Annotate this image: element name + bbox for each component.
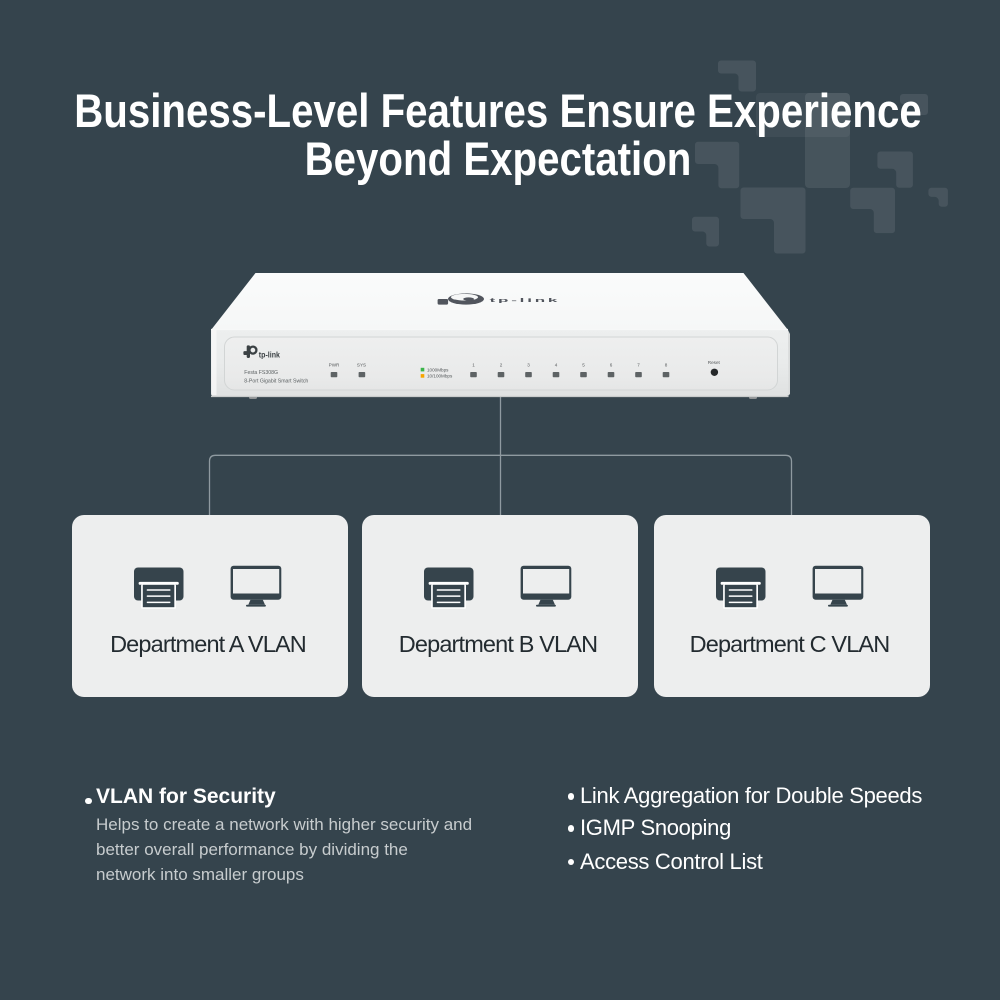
svg-text:5: 5 (582, 362, 585, 367)
svg-text:1000Mbps: 1000Mbps (427, 367, 449, 372)
svg-text:4: 4 (555, 362, 558, 367)
svg-text:8: 8 (665, 362, 668, 367)
svg-text:7: 7 (637, 362, 640, 367)
svg-text:Festa FS308G: Festa FS308G (244, 370, 278, 376)
svg-text:tp-link: tp-link (259, 350, 281, 360)
svg-text:6: 6 (610, 362, 613, 367)
svg-text:Reset: Reset (708, 360, 721, 365)
svg-text:2: 2 (500, 362, 503, 367)
svg-text:8-Port Gigabit Smart Switch: 8-Port Gigabit Smart Switch (244, 379, 308, 385)
svg-text:10/100Mbps: 10/100Mbps (427, 374, 453, 379)
svg-text:3: 3 (527, 362, 530, 367)
svg-text:1: 1 (472, 362, 475, 367)
svg-text:SYS: SYS (357, 362, 366, 367)
svg-text:PWR: PWR (329, 362, 340, 367)
svg-text:tp-link: tp-link (490, 297, 561, 303)
